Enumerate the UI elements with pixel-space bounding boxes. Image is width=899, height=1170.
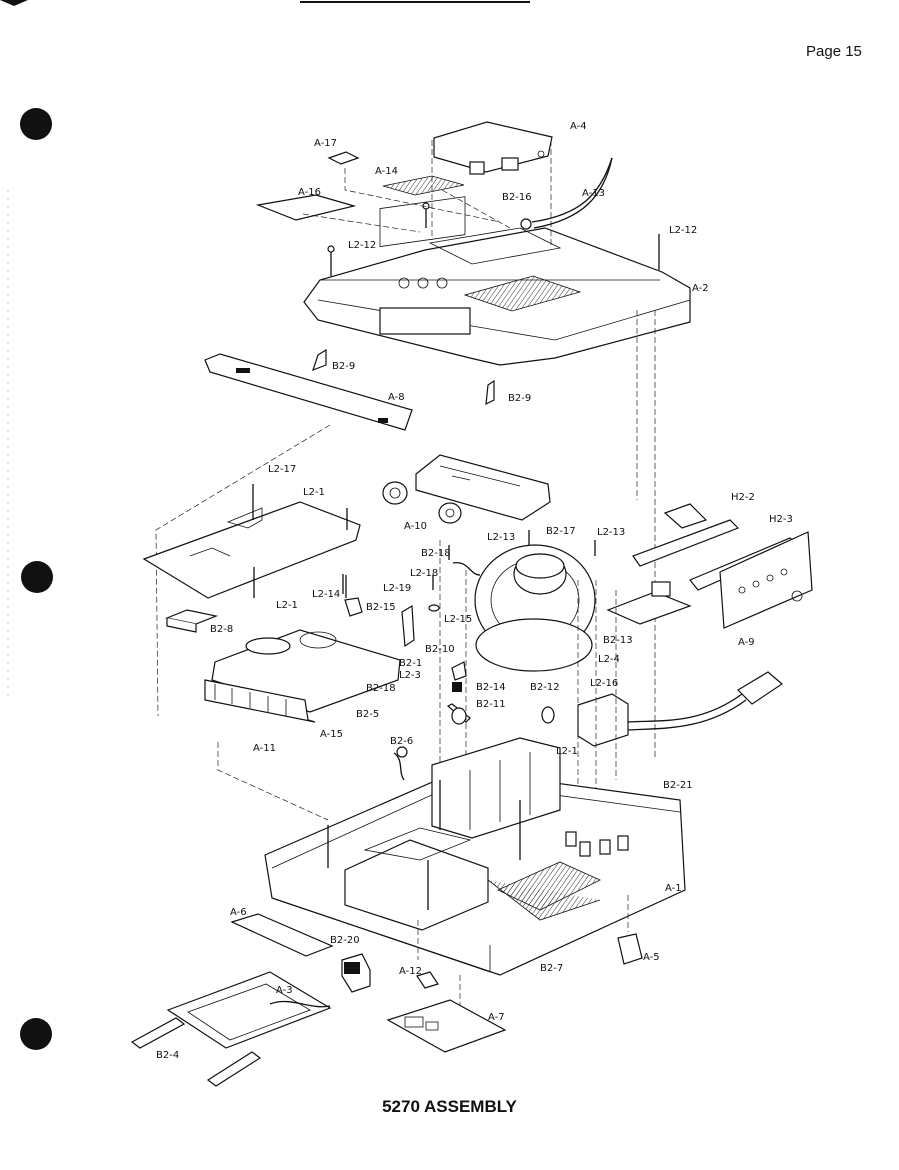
callout-a6: A-6 <box>230 907 247 918</box>
part-power-plug <box>737 671 783 705</box>
part-main-pcb <box>142 501 361 599</box>
callout-b2-15: B2-15 <box>366 602 396 613</box>
callout-b2-13: B2-13 <box>603 635 633 646</box>
callout-l2-19: L2-19 <box>383 583 411 594</box>
part-a7-plate <box>386 999 507 1053</box>
callout-a14: A-14 <box>375 166 398 177</box>
bottom-case-group <box>217 737 686 1012</box>
part-b2-9-right <box>485 379 495 406</box>
callout-b2-9-left: B2-9 <box>332 361 355 372</box>
part-a4-panel <box>433 121 553 173</box>
callout-b2-12: B2-12 <box>530 682 560 693</box>
part-a12 <box>416 971 439 989</box>
page-number: Page 15 <box>806 43 862 60</box>
callout-b2-14: B2-14 <box>476 682 506 693</box>
callout-b2-7: B2-7 <box>540 963 563 974</box>
part-power-cord <box>627 693 743 723</box>
callout-a8: A-8 <box>388 392 405 403</box>
part-a3-tray <box>166 971 332 1049</box>
scan-artifacts <box>0 0 530 1050</box>
front-bezel-group <box>155 310 656 760</box>
callout-b2-4: B2-4 <box>156 1050 179 1061</box>
callout-b2-8: B2-8 <box>210 624 233 635</box>
callout-b2-20: B2-20 <box>330 935 360 946</box>
top-cover-group <box>255 121 691 366</box>
callout-b2-11: B2-11 <box>476 699 506 710</box>
callout-a1: A-1 <box>665 883 682 894</box>
callout-l2-14: L2-14 <box>312 589 340 600</box>
callout-l2-18: L2-18 <box>410 568 438 579</box>
part-b2-4-left <box>130 1017 186 1049</box>
callout-l2-17: L2-17 <box>268 464 296 475</box>
callout-a13: A-13 <box>582 188 605 199</box>
part-a10-wheel-1 <box>382 481 408 505</box>
part-b2-10-bracket <box>401 604 415 648</box>
callout-b2-1: B2-1 <box>399 658 422 669</box>
callout-b2-18-mid: B2-18 <box>366 683 396 694</box>
callout-l2-1-low: L2-1 <box>556 746 578 757</box>
callout-l2-15: L2-15 <box>444 614 472 625</box>
part-deck-cavity <box>344 839 489 931</box>
part-a16 <box>255 194 357 221</box>
part-a10-bracket <box>415 454 551 521</box>
callout-a4: A-4 <box>570 121 587 132</box>
callout-a2: A-2 <box>692 283 709 294</box>
callout-l2-16: L2-16 <box>590 678 618 689</box>
callout-l2-13-right: L2-13 <box>597 527 625 538</box>
callout-a11: A-11 <box>253 743 276 754</box>
callout-b2-21: B2-21 <box>663 780 693 791</box>
part-a17 <box>327 151 360 165</box>
callout-l2-1-mid: L2-1 <box>276 600 298 611</box>
part-a5-knob <box>617 933 643 965</box>
callout-h2-3: H2-3 <box>769 514 793 525</box>
callout-a9: A-9 <box>738 637 755 648</box>
callout-a15: A-15 <box>320 729 343 740</box>
part-speaker-gasket <box>475 618 593 672</box>
callout-h2-2: H2-2 <box>731 492 755 503</box>
callout-b2-5: B2-5 <box>356 709 379 720</box>
callout-b2-16: B2-16 <box>502 192 532 203</box>
part-b2-8 <box>166 618 197 633</box>
callout-b2-17: B2-17 <box>546 526 576 537</box>
diagram-caption: 5270 ASSEMBLY <box>382 1097 517 1116</box>
callout-a17: A-17 <box>314 138 337 149</box>
callout-b2-9-right: B2-9 <box>508 393 531 404</box>
callout-a10: A-10 <box>404 521 427 532</box>
callout-b2-6: B2-6 <box>390 736 413 747</box>
callout-labels: A-4 A-17 A-14 A-16 B2-16 A-13 L2-12 L2-1… <box>156 121 793 1061</box>
callout-b2-10: B2-10 <box>425 644 455 655</box>
part-a14 <box>382 175 465 196</box>
part-a11-keys <box>204 679 316 723</box>
binder-hole-middle <box>21 561 53 593</box>
part-transformer <box>577 693 629 747</box>
callout-a16: A-16 <box>298 187 321 198</box>
part-b2-9-left <box>312 348 327 372</box>
callout-l2-4: L2-4 <box>598 654 620 665</box>
callout-a5: A-5 <box>643 952 660 963</box>
part-a10-wheel-2 <box>438 502 462 524</box>
binder-hole-top <box>20 108 52 140</box>
part-h2-2-board <box>632 519 740 567</box>
callout-l2-12-right: L2-12 <box>669 225 697 236</box>
callout-a3: A-3 <box>276 985 293 996</box>
part-a8-bezel <box>204 353 413 431</box>
part-b2-4-right <box>206 1051 262 1087</box>
callout-l2-1-top: L2-1 <box>303 487 325 498</box>
part-switch-board <box>606 591 692 625</box>
callout-l2-13-left: L2-13 <box>487 532 515 543</box>
callout-b2-18-top: B2-18 <box>421 548 451 559</box>
part-b2-6-spring <box>393 752 405 781</box>
bottom-parts-group <box>130 913 507 1087</box>
part-a6-strip <box>230 913 334 957</box>
binder-hole-bottom <box>20 1018 52 1050</box>
callout-a7: A-7 <box>488 1012 505 1023</box>
part-a13-cable <box>531 157 613 223</box>
callout-a12: A-12 <box>399 966 422 977</box>
middle-parts-group <box>142 454 813 890</box>
part-a9-panel <box>719 531 813 629</box>
callout-l2-12-left: L2-12 <box>348 240 376 251</box>
callout-l2-3: L2-3 <box>399 670 421 681</box>
